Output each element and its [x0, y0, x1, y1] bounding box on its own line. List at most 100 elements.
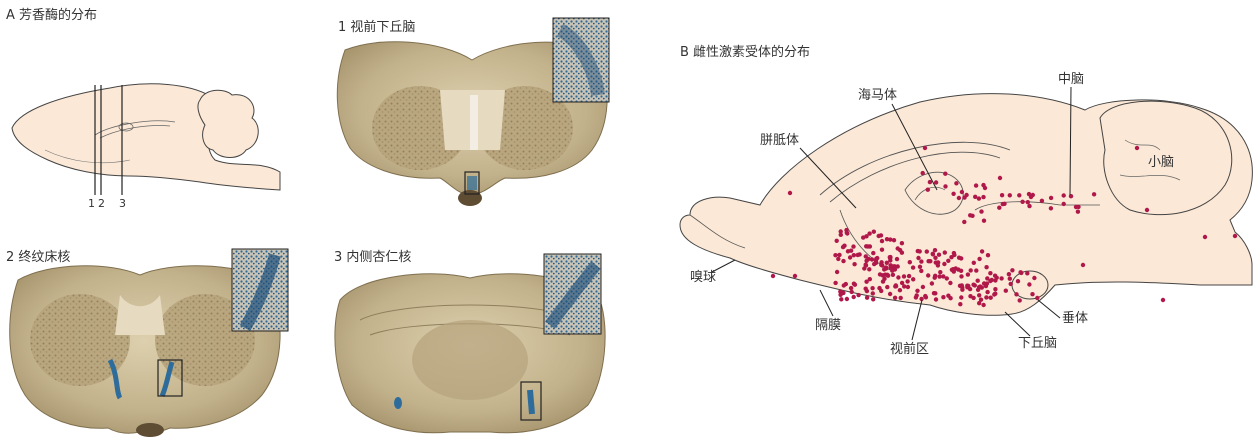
- receptor-dot: [930, 281, 934, 285]
- receptor-dot: [986, 253, 990, 257]
- receptor-dot: [899, 296, 903, 300]
- receptor-dot: [852, 262, 856, 266]
- inset-2: [232, 249, 288, 331]
- receptor-dot: [984, 295, 988, 299]
- receptor-dot: [864, 254, 868, 258]
- receptor-dot: [952, 269, 956, 273]
- receptor-dot: [983, 186, 987, 190]
- receptor-dot: [966, 272, 970, 276]
- receptor-dot: [974, 183, 978, 187]
- receptor-dot: [867, 267, 871, 271]
- receptor-dot: [992, 292, 996, 296]
- receptor-dot: [949, 255, 953, 259]
- receptor-dot: [993, 287, 997, 291]
- receptor-dot: [846, 249, 850, 253]
- receptor-dot: [916, 256, 920, 260]
- receptor-dot: [852, 295, 856, 299]
- section-2-label: 2 终纹床核: [6, 250, 70, 266]
- receptor-dot: [880, 248, 884, 252]
- receptor-dot: [981, 303, 985, 307]
- label-hypothalamus: 下丘脑: [1018, 336, 1057, 352]
- receptor-dot: [833, 281, 837, 285]
- sagittal-brain-sketch: [12, 84, 280, 195]
- receptor-dot: [898, 248, 902, 252]
- receptor-dot: [962, 220, 966, 224]
- receptor-dot: [946, 294, 950, 298]
- receptor-dot: [856, 253, 860, 257]
- receptor-dot: [1027, 282, 1031, 286]
- receptor-dot: [833, 253, 837, 257]
- receptor-dot: [841, 291, 845, 295]
- receptor-dot: [960, 288, 964, 292]
- receptor-dot: [1233, 234, 1237, 238]
- receptor-dot: [883, 273, 887, 277]
- receptor-dot: [890, 268, 894, 272]
- receptor-dot: [896, 264, 900, 268]
- inset-1: [553, 18, 609, 102]
- section-1-label: 1 视前下丘脑: [338, 20, 415, 36]
- receptor-dot: [931, 252, 935, 256]
- receptor-dot: [1025, 271, 1029, 275]
- receptor-dot: [870, 286, 874, 290]
- receptor-dot: [1027, 204, 1031, 208]
- receptor-dot: [874, 261, 878, 265]
- receptor-dot: [1000, 193, 1004, 197]
- receptor-dot: [898, 288, 902, 292]
- receptor-dot: [1009, 282, 1013, 286]
- receptor-dot: [845, 297, 849, 301]
- receptor-dot: [850, 290, 854, 294]
- receptor-dot: [837, 253, 841, 257]
- receptor-dot: [888, 237, 892, 241]
- receptor-dot: [951, 192, 955, 196]
- receptor-dot: [982, 281, 986, 285]
- label-septum: 隔膜: [815, 318, 841, 334]
- receptor-dot: [888, 255, 892, 259]
- receptor-dot: [902, 284, 906, 288]
- receptor-dot: [1004, 289, 1008, 293]
- receptor-dot: [842, 244, 846, 248]
- receptor-dot: [867, 231, 871, 235]
- receptor-dot: [905, 279, 909, 283]
- receptor-dot: [835, 239, 839, 243]
- receptor-dot: [878, 272, 882, 276]
- receptor-dot: [839, 297, 843, 301]
- receptor-dot: [998, 176, 1002, 180]
- receptor-dot: [1010, 268, 1014, 272]
- inset-3: [544, 254, 601, 334]
- receptor-dot: [871, 251, 875, 255]
- label-olfactory-bulb: 嗅球: [690, 270, 716, 286]
- section-line-label-2: 2: [98, 196, 105, 212]
- receptor-dot: [891, 264, 895, 268]
- receptor-dot: [971, 283, 975, 287]
- receptor-dot: [985, 290, 989, 294]
- receptor-dot: [990, 278, 994, 282]
- receptor-dot: [870, 257, 874, 261]
- receptor-dot: [965, 285, 969, 289]
- receptor-dot: [1049, 206, 1053, 210]
- receptor-dot: [900, 241, 904, 245]
- receptor-dot: [942, 262, 946, 266]
- receptor-dot: [835, 270, 839, 274]
- receptor-dot: [880, 239, 884, 243]
- receptor-dot: [865, 289, 869, 293]
- receptor-dot: [908, 260, 912, 264]
- receptor-dot: [933, 248, 937, 252]
- receptor-dot: [977, 257, 981, 261]
- receptor-dot: [946, 259, 950, 263]
- receptor-dot: [933, 256, 937, 260]
- receptor-dot: [877, 234, 881, 238]
- receptor-dot: [972, 261, 976, 265]
- receptor-dot: [1203, 235, 1207, 239]
- receptor-dot: [1040, 199, 1044, 203]
- receptor-dot: [888, 292, 892, 296]
- receptor-dot: [1020, 200, 1024, 204]
- receptor-dot: [937, 274, 941, 278]
- receptor-dot: [928, 259, 932, 263]
- receptor-dot: [1081, 263, 1085, 267]
- receptor-dot: [852, 253, 856, 257]
- receptor-dot: [841, 259, 845, 263]
- receptor-dot: [997, 206, 1001, 210]
- receptor-dot: [921, 171, 925, 175]
- receptor-dot: [993, 274, 997, 278]
